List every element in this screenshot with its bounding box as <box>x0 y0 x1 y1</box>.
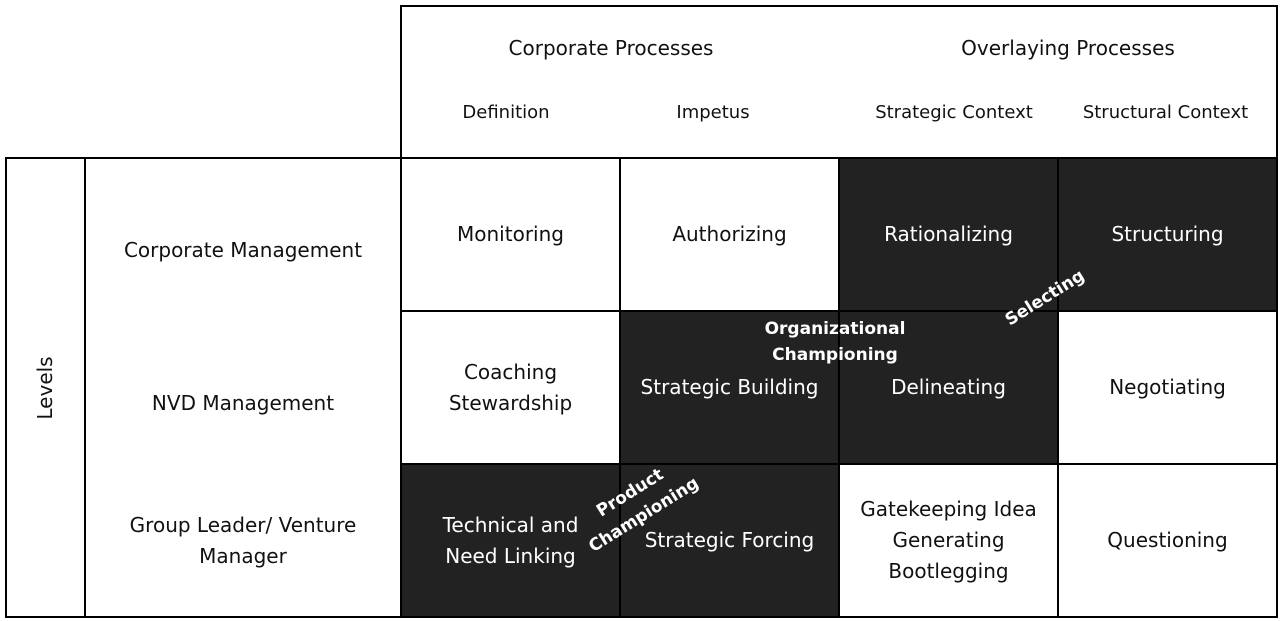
cell-technical-need-linking: Technical and Need Linking <box>442 512 579 568</box>
corporate-processes-header: Corporate Processes <box>508 36 714 60</box>
row-label-corporate-management: Corporate Management <box>123 238 363 262</box>
cell-questioning: Questioning <box>1107 528 1228 552</box>
cell-coaching-stewardship: Coaching Stewardship <box>448 359 573 415</box>
cell-strategic-building: Strategic Building <box>640 375 819 399</box>
cell-monitoring: Monitoring <box>457 222 564 246</box>
cell-authorizing: Authorizing <box>672 222 787 246</box>
dark-fill-strategic-forcing <box>620 464 839 617</box>
levels-label: Levels <box>33 356 57 420</box>
cell-strategic-forcing: Strategic Forcing <box>644 528 815 552</box>
impetus-header: Impetus <box>676 102 750 123</box>
cell-delineating: Delineating <box>891 375 1006 399</box>
structural-context-header: Structural Context <box>1082 102 1249 123</box>
cell-negotiating: Negotiating <box>1109 375 1226 399</box>
dark-fill-technical-linking <box>401 464 620 617</box>
dark-fill-rationalizing <box>839 158 1058 311</box>
row-label-nvd-management: NVD Management <box>151 391 335 415</box>
overlaying-processes-header: Overlaying Processes <box>961 36 1175 60</box>
annotation-organizational-championing: Organizational Championing <box>764 319 906 365</box>
dark-fill-delineating <box>839 311 1058 464</box>
cell-gatekeeping: Gatekeeping Idea Generating Bootlegging <box>860 497 1037 583</box>
definition-header: Definition <box>462 102 550 123</box>
dark-fill-strategic-building <box>620 311 839 464</box>
dark-fill-structuring <box>1058 158 1277 311</box>
strategic-context-header: Strategic Context <box>875 102 1033 123</box>
row-label-group-leader: Group Leader/ Venture Manager <box>129 512 357 568</box>
cell-structuring: Structuring <box>1111 222 1224 246</box>
cell-rationalizing: Rationalizing <box>884 222 1013 246</box>
